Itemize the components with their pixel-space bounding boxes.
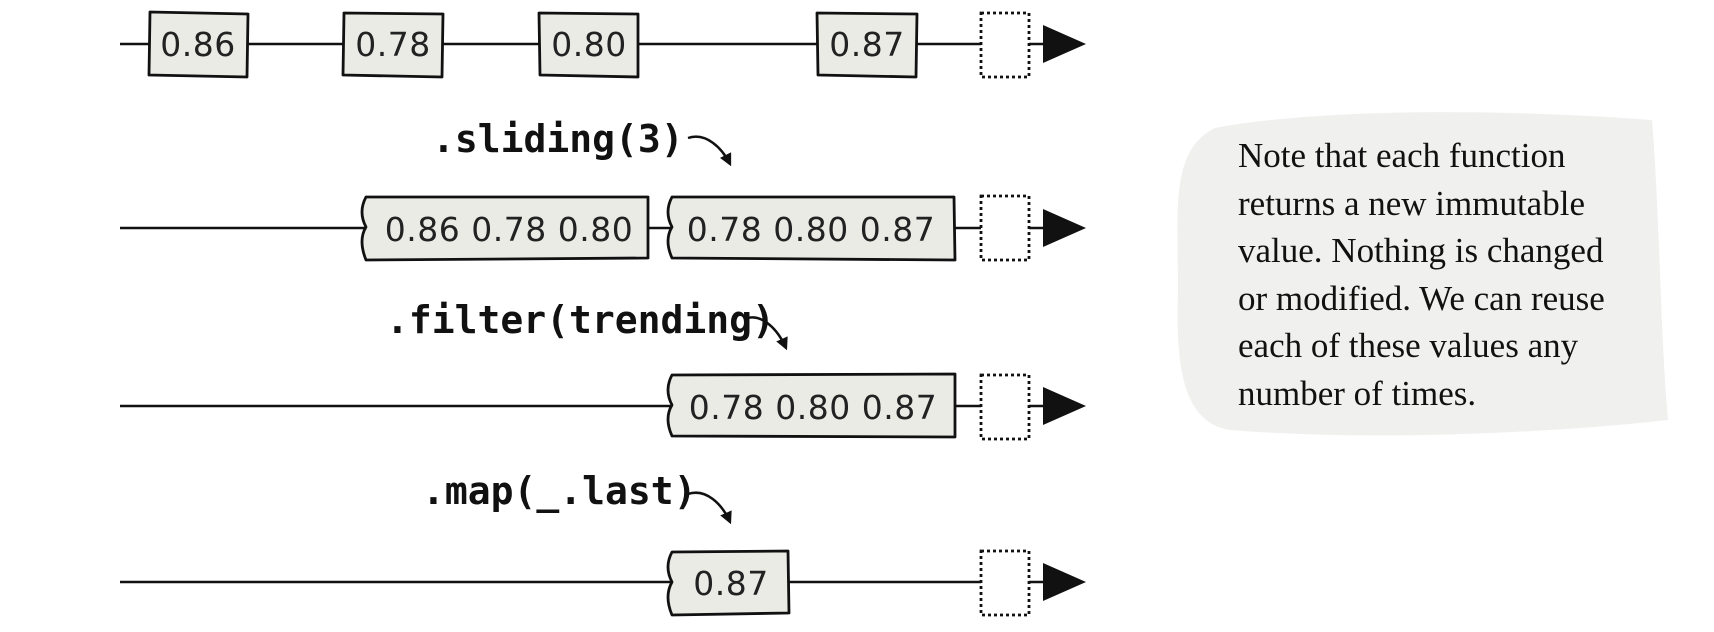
operation-label: .map(_.last): [422, 469, 697, 513]
stream-element: 0.78 0.80 0.87: [666, 372, 957, 439]
element-label: 0.86: [160, 25, 235, 64]
triangle-arrow-icon: [1043, 563, 1086, 601]
stream-element: 0.80: [537, 11, 640, 79]
stream-4: 0.87: [120, 549, 1086, 617]
pending-element-placeholder: [979, 549, 1031, 617]
pending-element-placeholder: [979, 373, 1031, 441]
element-label: 0.78: [355, 25, 430, 64]
curved-arrow-icon: [743, 316, 788, 351]
triangle-arrow-icon: [1043, 209, 1086, 247]
element-label: 0.78 0.80 0.87: [689, 388, 937, 427]
note-background: [1177, 112, 1668, 436]
operation-label: .sliding(3): [432, 117, 684, 161]
stream-element: 0.78: [341, 11, 445, 79]
stream-element: 0.86 0.78 0.80: [360, 195, 650, 262]
stream-element: 0.86: [147, 10, 250, 79]
triangle-arrow-icon: [1043, 25, 1086, 63]
operation-filter: .filter(trending): [386, 298, 788, 351]
stream-element: 0.87: [815, 11, 919, 79]
note-line: Note that each function: [1238, 136, 1566, 175]
element-label: 0.78 0.80 0.87: [687, 210, 935, 249]
pending-element-placeholder: [979, 11, 1031, 79]
triangle-arrow-icon: [1043, 387, 1086, 425]
curved-arrow-icon: [687, 491, 732, 525]
element-label: 0.86 0.78 0.80: [385, 210, 633, 249]
stream-3: 0.78 0.80 0.87: [120, 372, 1086, 441]
note-line: or modified. We can reuse: [1238, 278, 1605, 318]
operation-map: .map(_.last): [422, 469, 732, 525]
stream-element: 0.78 0.80 0.87: [666, 195, 957, 262]
curved-arrow-icon: [687, 135, 732, 167]
stream-element: 0.87: [666, 549, 791, 617]
stream-1: 0.86 0.78 0.80 0.87: [120, 10, 1086, 79]
pending-element-placeholder: [979, 194, 1031, 262]
operation-sliding: .sliding(3): [432, 117, 732, 167]
note-line: returns a new immutable: [1238, 183, 1585, 223]
stream-2: 0.86 0.78 0.80 0.78 0.80 0.87: [120, 194, 1086, 262]
element-label: 0.80: [551, 25, 626, 64]
note-line: number of times.: [1238, 373, 1477, 413]
note-line: value. Nothing is changed: [1238, 231, 1604, 270]
note-text: Note that each function returns a new im…: [1238, 132, 1678, 417]
note-line: each of these values any: [1238, 326, 1579, 365]
operation-label: .filter(trending): [386, 298, 775, 342]
element-label: 0.87: [693, 564, 768, 603]
element-label: 0.87: [829, 25, 904, 64]
